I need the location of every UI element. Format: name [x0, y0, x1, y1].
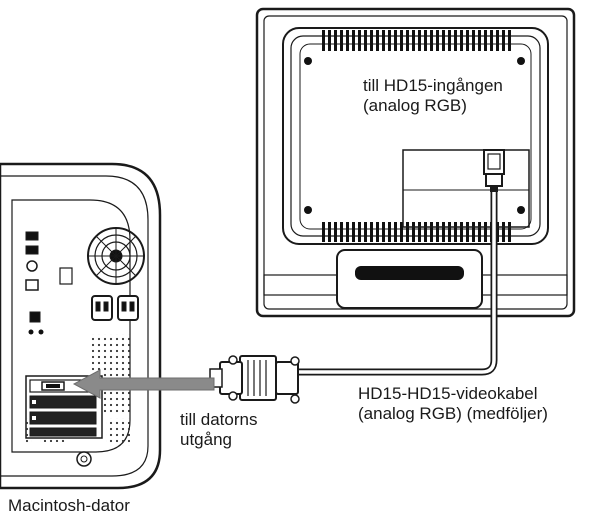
label-computer-name: Macintosh-dator	[8, 496, 130, 516]
label-computer-output-line2: utgång	[180, 430, 232, 449]
monitor-hd15-plug	[483, 149, 505, 192]
label-cable: HD15-HD15-videokabel (analog RGB) (medfö…	[358, 384, 548, 424]
label-cable-line2: (analog RGB) (medföljer)	[358, 404, 548, 423]
monitor-stand	[263, 249, 568, 309]
label-computer-output: till datorns utgång	[180, 410, 257, 450]
label-computer-name-text: Macintosh-dator	[8, 496, 130, 515]
top-vent-slats	[322, 30, 511, 51]
computer-fan	[87, 227, 145, 285]
connection-arrow	[72, 369, 215, 399]
label-monitor-input: till HD15-ingången (analog RGB)	[363, 76, 503, 116]
computer-foot-button	[76, 451, 92, 467]
label-computer-output-line1: till datorns	[180, 410, 258, 429]
label-monitor-input-line2: (analog RGB)	[363, 96, 467, 115]
monitor-connector-panel	[402, 149, 530, 228]
cable-hd15-connector	[209, 355, 300, 404]
computer-bottom-vent	[24, 418, 130, 446]
computer-port-column	[25, 231, 73, 335]
label-monitor-input-line1: till HD15-ingången	[363, 76, 503, 95]
label-cable-line1: HD15-HD15-videokabel	[358, 384, 538, 403]
computer-expansion-slots	[25, 375, 103, 439]
monitor-screws	[304, 57, 525, 214]
video-cable	[298, 192, 498, 376]
power-sockets	[91, 295, 139, 321]
